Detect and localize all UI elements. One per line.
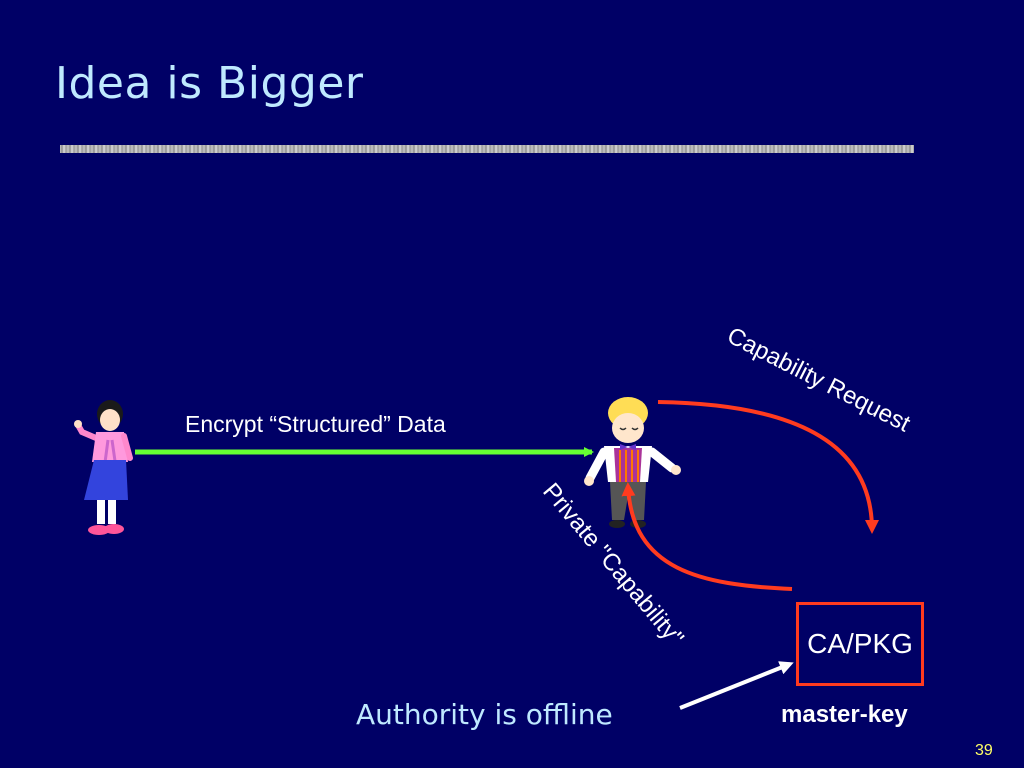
master-key-label: master-key bbox=[781, 701, 908, 728]
authority-arrow bbox=[679, 661, 794, 710]
capability-request-arrow bbox=[657, 400, 879, 534]
authority-label: Authority is offline bbox=[356, 698, 613, 731]
ca-pkg-box: CA/PKG bbox=[796, 602, 924, 686]
slide-title: Idea is Bigger bbox=[55, 58, 364, 109]
boy-clipart-icon bbox=[584, 397, 681, 528]
page-number: 39 bbox=[975, 742, 993, 759]
encrypt-label: Encrypt “Structured” Data bbox=[185, 411, 446, 437]
private-capability-arrow bbox=[621, 482, 793, 591]
ca-pkg-label: CA/PKG bbox=[807, 628, 913, 659]
girl-clipart-icon bbox=[74, 400, 133, 535]
title-divider bbox=[60, 145, 914, 153]
